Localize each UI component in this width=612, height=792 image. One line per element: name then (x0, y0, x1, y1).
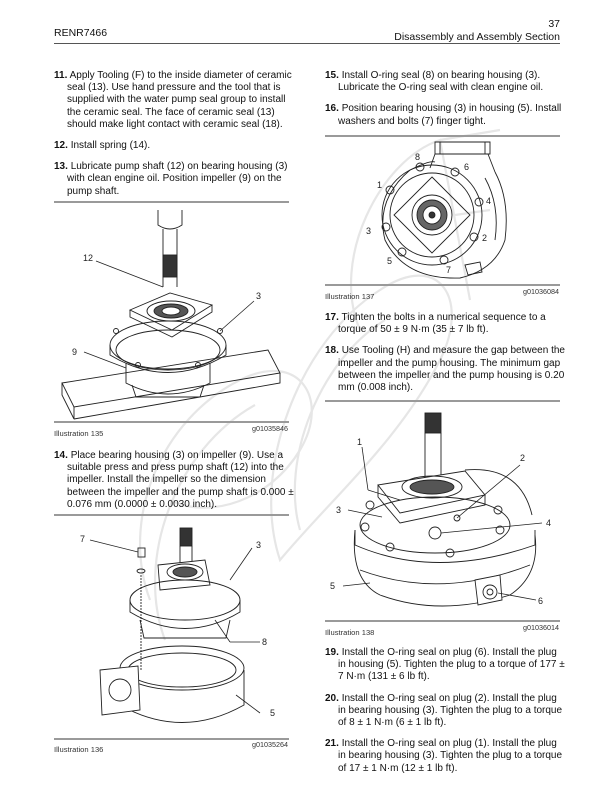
step-19: 19. Install the O-ring seal on plug (6).… (325, 647, 565, 683)
illustration-137: 1 8 6 4 3 2 5 7 (366, 141, 507, 279)
callout-8: 8 (415, 152, 420, 162)
illustration-135: 12 3 9 (61, 210, 281, 420)
callout-5: 5 (330, 581, 335, 591)
illustration-138-graphic-id: g01036014 (523, 623, 559, 632)
illustration-135-caption: Illustration 135 (54, 429, 104, 438)
illustration-136-bottom-rule (54, 738, 289, 740)
step-15: 15. Install O-ring seal (8) on bearing h… (325, 70, 544, 94)
callout-1: 1 (377, 180, 382, 190)
right-steps-top: 15. Install O-ring seal (8) on bearing h… (325, 70, 565, 128)
step-20: 20. Install the O-ring seal on plug (2).… (325, 692, 563, 729)
callout-1: 1 (357, 437, 362, 447)
illustration-138: 1 2 3 4 5 6 (330, 412, 551, 607)
callout-3: 3 (256, 540, 261, 550)
page-header-right: 37 Disassembly and Assembly Section (394, 18, 560, 44)
illustration-137-bottom-rule (325, 284, 560, 286)
callout-4: 4 (486, 196, 491, 206)
step-16: 16. Position bearing housing (3) in hous… (325, 103, 562, 127)
illustration-135-bottom-rule (54, 421, 289, 423)
callout-3: 3 (256, 291, 261, 301)
callout-7: 7 (446, 265, 451, 275)
illustration-136-graphic-id: g01035264 (252, 740, 288, 749)
callout-3: 3 (336, 505, 341, 515)
callout-4: 4 (546, 518, 551, 528)
illustration-138-top-rule (325, 400, 560, 402)
illustration-135-top-rule (54, 201, 289, 203)
illustration-136: 7 3 8 5 (80, 527, 275, 723)
callout-3: 3 (366, 226, 371, 236)
step-17: 17. Tighten the bolts in a numerical seq… (325, 312, 546, 336)
step-18: 18. Use Tooling (H) and measure the gap … (325, 345, 565, 394)
callout-9: 9 (72, 347, 77, 357)
illustration-136-top-rule (54, 514, 289, 516)
callout-5: 5 (270, 708, 275, 718)
callout-2: 2 (482, 233, 487, 243)
illustration-135-graphic-id: g01035846 (252, 424, 288, 433)
left-steps-middle: 14. Place bearing housing (3) on impelle… (54, 450, 294, 511)
callout-7: 7 (80, 534, 85, 544)
step-21: 21. Install the O-ring seal on plug (1).… (325, 738, 563, 774)
illustration-137-graphic-id: g01036084 (523, 287, 559, 296)
page-number: 37 (548, 18, 560, 30)
section-title: Disassembly and Assembly Section (394, 31, 560, 43)
callout-5: 5 (387, 256, 392, 266)
step-12: 12. Install spring (14). (54, 140, 151, 152)
step-11: 11. Apply Tooling (F) to the inside diam… (54, 70, 292, 130)
right-steps-middle: 17. Tighten the bolts in a numerical seq… (325, 312, 565, 394)
left-steps-top: 11. Apply Tooling (F) to the inside diam… (54, 70, 294, 198)
illustration-137-top-rule (325, 135, 560, 137)
illustration-137-caption: Illustration 137 (325, 292, 375, 301)
illustration-136-caption: Illustration 136 (54, 745, 104, 754)
illustration-138-bottom-rule (325, 620, 560, 622)
right-steps-bottom: 19. Install the O-ring seal on plug (6).… (325, 647, 565, 775)
callout-8: 8 (262, 637, 267, 647)
callout-12: 12 (83, 253, 93, 263)
callout-2: 2 (520, 453, 525, 463)
header-rule (54, 43, 560, 44)
document-id: RENR7466 (54, 27, 108, 39)
callout-6: 6 (538, 596, 543, 606)
step-13: 13. Lubricate pump shaft (12) on bearing… (54, 161, 288, 197)
callout-6: 6 (464, 162, 469, 172)
step-14: 14. Place bearing housing (3) on impelle… (54, 450, 294, 510)
illustration-138-caption: Illustration 138 (325, 628, 375, 637)
